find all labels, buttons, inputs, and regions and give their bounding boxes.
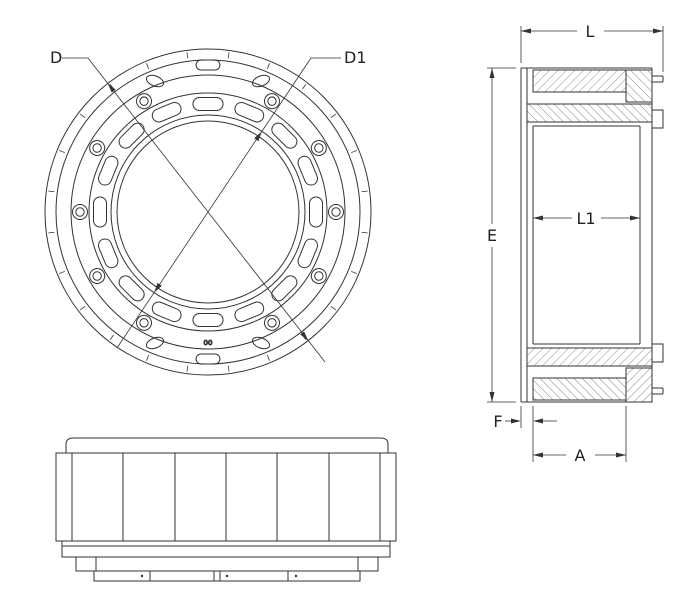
winding-section-top — [532, 69, 627, 93]
dim-f: F — [493, 406, 557, 462]
dim-label-f: F — [493, 412, 502, 431]
dim-a-arrow — [533, 452, 543, 458]
front-view: 00 — [44, 48, 372, 376]
dim-a-arrow — [616, 452, 626, 458]
dim-label-d1: D1 — [344, 48, 367, 67]
dim-d-arrow — [107, 83, 116, 93]
center-mark-dot — [225, 574, 229, 578]
dim-l: L — [520, 22, 664, 72]
dim-a: A — [533, 406, 627, 465]
dim-label-l: L — [586, 22, 595, 41]
dim-label-l1: L1 — [576, 209, 595, 228]
bore-outer-circle — [110, 114, 306, 310]
dim-d1-arrow — [254, 131, 262, 142]
end-ring-section-top — [625, 69, 653, 103]
side-section-view — [520, 67, 664, 403]
dim-label-d: D — [50, 48, 62, 67]
lamination-band-bottom — [526, 347, 653, 367]
dim-e-arrow — [489, 392, 495, 402]
center-mark-dot — [140, 574, 144, 578]
dim-e: E — [487, 67, 516, 403]
dim-d1: D1 — [116, 48, 367, 349]
dim-d-arrow — [300, 331, 309, 341]
dim-f-arrow — [511, 418, 521, 424]
dim-d1-arrow — [154, 282, 162, 293]
core-outer-circle — [88, 92, 328, 332]
lamination-band-top — [526, 103, 653, 123]
dim-l-arrow — [521, 28, 531, 34]
part-mark-text: 00 — [204, 339, 213, 347]
dim-label-e: E — [487, 226, 497, 245]
dim-l1-arrow — [630, 215, 640, 221]
dim-f-arrow — [533, 418, 543, 424]
top-cap-outline — [65, 437, 389, 453]
bore-inner-circle — [116, 120, 300, 304]
center-mark-dot — [294, 574, 298, 578]
outer-flange-circle — [44, 48, 372, 376]
dim-e-arrow — [489, 68, 495, 78]
base-strip — [93, 570, 361, 582]
terminal-bracket-bottom — [651, 343, 664, 363]
bottom-profile-view — [55, 437, 397, 582]
flange-band — [61, 540, 391, 558]
terminal-bracket-top — [651, 109, 664, 129]
dim-l1-arrow — [533, 215, 543, 221]
dim-l-arrow — [653, 28, 663, 34]
dim-l1: L1 — [533, 209, 640, 228]
end-ring-section-bottom — [625, 367, 653, 403]
winding-section-bottom — [532, 377, 627, 401]
dim-label-a: A — [575, 446, 586, 465]
housing-circle — [70, 74, 346, 350]
dim-d: D — [50, 48, 326, 363]
keyway-slots — [145, 59, 271, 365]
lower-band — [75, 556, 379, 572]
